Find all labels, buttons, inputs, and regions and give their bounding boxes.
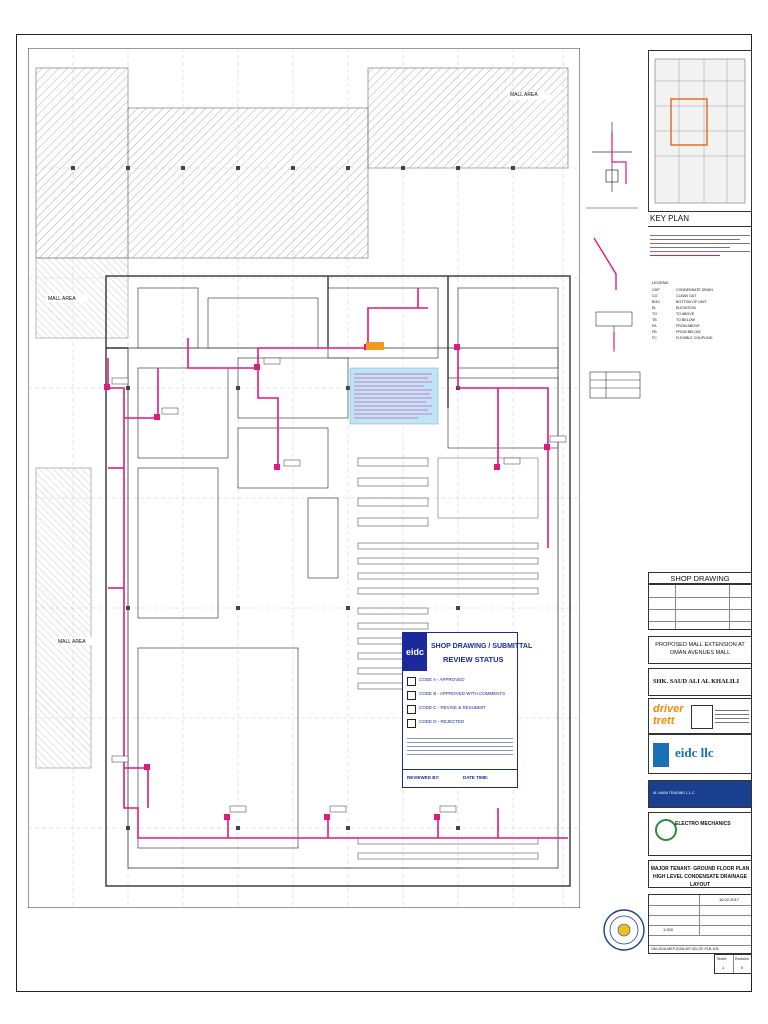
code-d-checkbox[interactable] <box>407 719 416 728</box>
orange-callout <box>366 342 384 350</box>
review-status-stamp: eidc SHOP DRAWING / SUBMITTAL REVIEW STA… <box>402 632 532 788</box>
area-label-left: MALL AREA <box>48 296 76 302</box>
area-label-lower: MALL AREA <box>58 639 86 645</box>
driver-trett-logo: driver trett <box>653 703 684 727</box>
key-plan-label: KEY PLAN <box>650 214 689 223</box>
scale-value: 1:200 <box>663 927 674 932</box>
contractor-logo-box: eidc llc <box>648 734 752 774</box>
area-label-top: MALL AREA <box>510 92 538 98</box>
partitions <box>137 287 559 849</box>
code-b-label: CODE B - APPROVED WITH COMMENTS <box>419 691 506 696</box>
subcontractor-name: AL NABA TRADING L.L.C <box>653 791 695 795</box>
sheet-revision-box: Sheet Revision 1 0 <box>714 954 752 974</box>
notes-box <box>349 367 439 425</box>
mall-area-label-top <box>508 92 550 100</box>
drawing-sheet-border <box>16 34 752 992</box>
eidc-logo-text: eidc llc <box>675 745 714 760</box>
mep-contractor-name: ELECTRO MECHANICS <box>675 821 731 827</box>
riser-detail <box>582 112 644 222</box>
revision-label: Revision <box>735 957 749 961</box>
shop-drawing-label: SHOP DRAWING <box>648 572 752 584</box>
notes-box-lines <box>354 373 432 419</box>
drawing-number: OM-2016-MEP-EOM-WT-SD-GF-PLB-105 <box>651 947 719 951</box>
mall-area-label-lower <box>56 637 98 645</box>
eidc-logo: eidc <box>403 633 427 671</box>
drawing-info-table: 16.02.2017 1:200 OM-2016-MEP-EOM-WT-SD-G… <box>648 894 752 954</box>
code-d-label: CODE D - REJECTED <box>419 719 465 724</box>
stamp-title: SHOP DRAWING / SUBMITTAL <box>431 643 533 650</box>
stamp-fine-print <box>407 735 513 761</box>
key-plan-map <box>648 50 752 212</box>
date-value: 16.02.2017 <box>719 897 740 902</box>
revision-value: 0 <box>741 965 744 970</box>
contractor-mark-icon <box>653 743 669 767</box>
client-name: SHK. SAUD ALI AL KHALILI <box>648 668 752 696</box>
electro-mechanics-logo-icon <box>655 819 677 841</box>
callout-tags <box>111 357 567 813</box>
drawing-title: MAJOR TENANT- GROUND FLOOR PLAN HIGH LEV… <box>648 860 752 888</box>
project-name: PROPOSED MALL EXTENSION AT OMAN AVENUES … <box>648 636 752 664</box>
shelving-racks <box>357 457 539 860</box>
sheet-value: 1 <box>722 965 725 970</box>
mall-area-label-left <box>46 294 88 302</box>
company-seal-icon <box>600 900 648 964</box>
reviewed-by-label: REVIEWED BY: <box>407 775 440 780</box>
legend-label: LEGEND <box>652 280 669 285</box>
subcontractor-banner: AL NABA TRADING L.L.C <box>648 780 752 808</box>
connection-detail <box>586 232 644 402</box>
revision-table <box>648 584 752 630</box>
code-b-checkbox[interactable] <box>407 691 416 700</box>
consultant-logo-box: driver trett <box>648 698 752 734</box>
code-a-checkbox[interactable] <box>407 677 416 686</box>
code-c-label: CODE C - REVISE & RESUBMIT <box>419 705 486 710</box>
stamp-subtitle: REVIEW STATUS <box>443 655 504 664</box>
general-notes <box>650 232 750 259</box>
mep-contractor-box: ELECTRO MECHANICS <box>648 812 752 856</box>
code-a-label: CODE A - APPROVED <box>419 677 465 682</box>
consultant-seal-icon <box>691 705 713 729</box>
date-time-label: DATE TIME: <box>463 775 489 780</box>
code-c-checkbox[interactable] <box>407 705 416 714</box>
sheet-label: Sheet <box>717 957 727 961</box>
